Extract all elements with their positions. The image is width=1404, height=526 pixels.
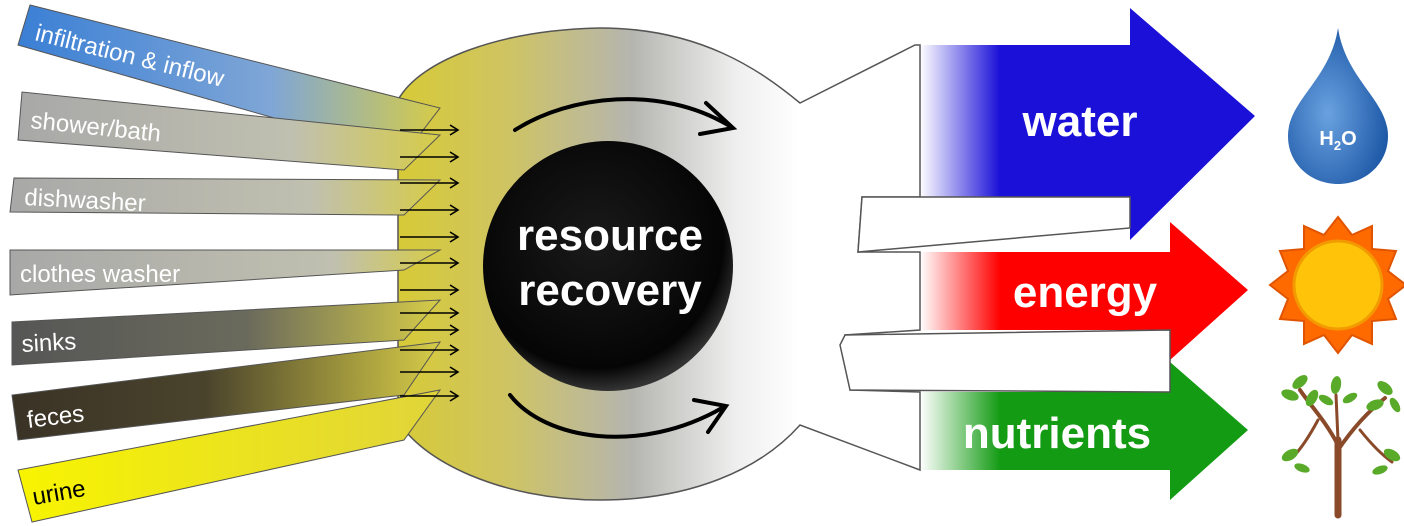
output-label-water: water (1022, 97, 1138, 146)
inflow-arrow (400, 257, 460, 269)
sun-icon (1268, 215, 1404, 355)
input-band-sinks (11, 299, 442, 366)
output-divider-upper (857, 196, 1131, 253)
hub-label-line2: recovery (518, 266, 702, 315)
water-drop-icon: H2O (1288, 28, 1388, 184)
input-band-feces (11, 341, 442, 441)
inflow-arrow (400, 151, 460, 163)
h2o-o: O (1341, 128, 1357, 150)
inflow-arrow (400, 324, 460, 336)
input-band-dishwasher (9, 177, 442, 216)
input-band-clothes-washer (9, 249, 442, 296)
input-label-sinks: sinks (21, 328, 77, 358)
output-divider-lower (839, 329, 1171, 393)
inflow-arrow (400, 366, 460, 378)
input-band-urine (17, 389, 442, 523)
inflow-arrow (400, 344, 460, 356)
inflow-arrow (400, 231, 460, 243)
inflow-arrow (400, 307, 460, 319)
inflow-arrow (400, 284, 460, 296)
plant-icon (1281, 375, 1401, 519)
inflow-arrow (400, 124, 460, 136)
h2o-label: H2O (1319, 128, 1356, 153)
input-label-dishwasher: dishwasher (24, 184, 147, 217)
inflow-arrow (400, 390, 460, 402)
h2o-h: H (1319, 128, 1333, 150)
rotation-arrow-bottom (508, 393, 730, 439)
rotation-arrow-top (513, 97, 738, 136)
input-label-clothes-washer: clothes washer (20, 261, 180, 288)
inflow-arrow (400, 177, 460, 189)
hub-label-line1: resource (517, 211, 703, 260)
input-band-shower (17, 91, 442, 171)
output-label-energy: energy (1013, 268, 1158, 317)
output-arrow-nutrients (920, 362, 1248, 500)
output-label-nutrients: nutrients (963, 409, 1151, 458)
output-arrow-water (920, 8, 1255, 240)
resource-recovery-sphere (483, 141, 733, 391)
input-bands (9, 4, 442, 523)
output-arrow-energy (920, 222, 1248, 360)
h2o-subscript: 2 (1334, 138, 1341, 153)
inflow-arrow (400, 204, 460, 216)
inflow-arrows (400, 124, 460, 402)
